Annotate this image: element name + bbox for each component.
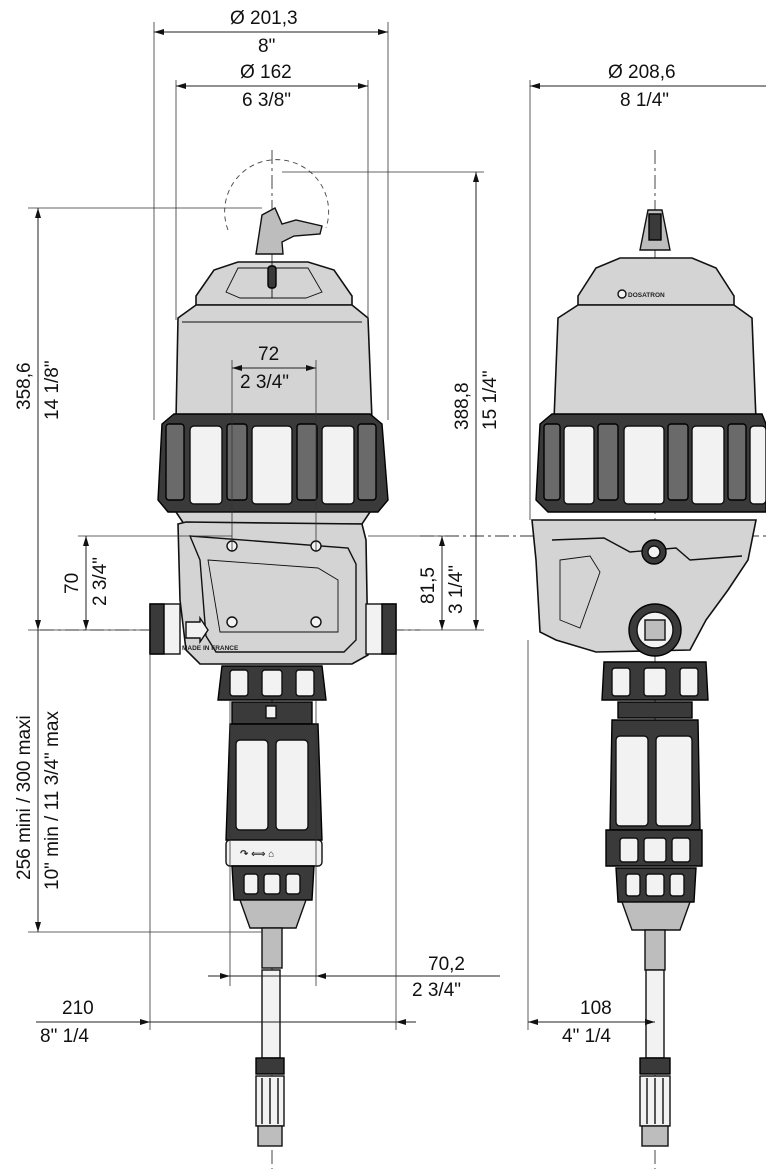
front-view: MADE IN FRANCE ↷ ⟺ ⌂ (149, 159, 397, 1147)
side-width-value: 108 (580, 998, 612, 1019)
outer-diameter-imperial: 8" (258, 36, 275, 57)
mount-height-value: 70 (62, 573, 83, 594)
side-width-imperial: 4" 1/4 (562, 1026, 611, 1047)
inner-diameter-value: 162 (260, 62, 292, 83)
height-side-value: 388,8 (452, 382, 473, 430)
mount-spacing-imperial: 2 3/4" (240, 372, 289, 393)
mount-spacing-value: 72 (258, 344, 279, 365)
dosatron-logo: DOSATRON (617, 289, 665, 299)
side-view: DOSATRON (531, 209, 766, 1147)
front-ring-ribs (165, 423, 377, 505)
inner-diameter-imperial: 6 3/8" (242, 90, 291, 111)
suction-length-value: 256 mini / 300 maxi (14, 715, 35, 880)
height-side-imperial: 15 1/4" (480, 370, 501, 430)
height-total-value: 358,6 (14, 362, 35, 410)
side-diameter-symbol: Ø (608, 62, 623, 83)
mount-height-imperial: 2 3/4" (90, 557, 111, 606)
inlet-height-value: 81,5 (418, 567, 439, 604)
bottom-width-imperial: 2 3/4" (412, 980, 461, 1001)
outer-diameter-value: 201,3 (250, 8, 298, 29)
outer-diameter-symbol: Ø (230, 8, 245, 29)
inner-diameter-symbol: Ø (240, 62, 255, 83)
brand-label: DOSATRON (628, 292, 665, 299)
side-diameter-imperial: 8 1/4" (620, 90, 669, 111)
dimension-lines (28, 22, 766, 1030)
svg-text:↷ ⟺ ⌂: ↷ ⟺ ⌂ (240, 849, 274, 860)
svg-text:MADE IN FRANCE: MADE IN FRANCE (182, 645, 239, 652)
front-width-value: 210 (62, 998, 94, 1019)
side-diameter-value: 208,6 (628, 62, 676, 83)
front-fittings (149, 603, 397, 655)
suction-length-imperial: 10" min / 11 3/4" max (42, 711, 63, 890)
inlet-height-imperial: 3 1/4" (446, 565, 467, 614)
dimension-labels: Ø 201,3 8" Ø 162 6 3/8" Ø 208,6 8 1/4" 7… (14, 8, 676, 1047)
front-width-imperial: 8" 1/4 (40, 1026, 89, 1047)
height-total-imperial: 14 1/8" (42, 360, 63, 420)
bottom-width-value: 70,2 (428, 954, 465, 975)
